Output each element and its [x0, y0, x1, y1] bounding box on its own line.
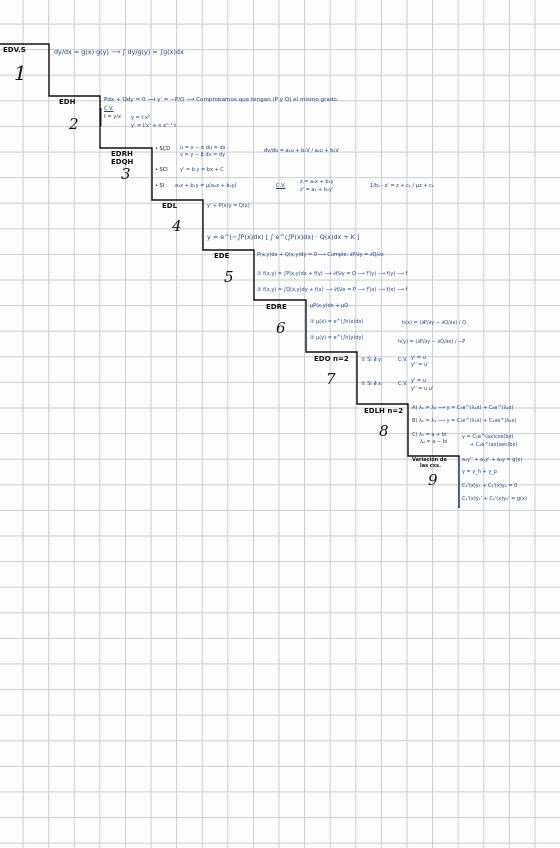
- scd-line-2: v = y − β dv = dy: [180, 152, 226, 158]
- order2-case-2-cv: C.V.: [398, 381, 408, 387]
- exact-method-1: ① f(x,y) = ∫P(x,y)dx + f(y) ⟶ ∂f/∂y = Q …: [257, 271, 408, 277]
- order2-case-1: ① Si ∄ y:: [361, 357, 383, 363]
- step-9-label-1: Variación de: [412, 457, 447, 463]
- si-tag: • SI: [155, 183, 165, 189]
- step-9-label-2: las cxs.: [420, 463, 441, 469]
- case-a-distinct-roots: A) λ₁ ≠ λ₂ ⟶ y = C₁e^(λ₁x) + C₂e^(λ₂x): [412, 405, 514, 411]
- step-2-cv-yprime: y' = t'xⁿ + n xⁿ⁻¹ t: [131, 123, 177, 129]
- step-2-cv-y: y = t·x⁰: [131, 115, 150, 121]
- step-9-number: 9: [428, 471, 438, 489]
- variation-condition-1: C₁'(x)y₁ + C₂'(x)y₂ = 0: [462, 483, 518, 489]
- si-cv-label: C.V.: [276, 183, 286, 189]
- integrating-factor-x: ① μ(x) = e^(∫h(x)dx): [310, 319, 364, 325]
- order2-case-1-u: y' = u: [411, 355, 426, 361]
- step-2-cv-substitution: t = y/x: [104, 114, 121, 120]
- sci-tag: • SCI: [155, 167, 168, 173]
- step-8-label: EDLH n=2: [364, 407, 404, 415]
- si-result: 1/b₁ · z' = z + c₁ / μz + c₂: [370, 183, 434, 189]
- step-7-label: EDO n=2: [314, 355, 349, 363]
- si-cv-z: z = a₁x + b₁y: [300, 179, 334, 185]
- separable-formula: dy/dx = g(x)·g(y) ⟶ ∫ dy/g(y) = ∫g(x)dx: [54, 48, 184, 56]
- step-4-number: 4: [172, 217, 182, 235]
- step-3-number: 3: [121, 165, 131, 183]
- case-c-solution-1: y = C₁e^(ax)cos(bx): [462, 434, 514, 440]
- case-c-root-1: C) λ₁ = a + bi: [412, 432, 447, 438]
- variation-condition-2: C₁'(x)y₁' + C₂'(x)y₂' = g(x): [462, 496, 527, 502]
- step-5-number: 5: [224, 268, 234, 286]
- scd-line-1: u = x − α du = dx: [180, 145, 226, 151]
- step-1-number: 1: [14, 61, 27, 85]
- si-cv-zprime: z' = a₁ + b₁y': [300, 187, 334, 193]
- homogeneous-formula: Pdx + Qdy = 0 ⟶ y' = −P/Q ⟶ Comprobamos …: [104, 97, 339, 103]
- order2-case-2-u: y' = u: [411, 378, 426, 384]
- integrating-factor-equation: μP(x,y)dx + μQ: [310, 303, 349, 309]
- nonhomogeneous-equation: a₀y'' + a₁y' + a₂y = g(x): [462, 457, 523, 463]
- step-3-label-1: EDRH: [111, 150, 133, 158]
- step-7-number: 7: [326, 370, 336, 388]
- order2-case-2: ② Si ∄ x:: [361, 381, 383, 387]
- step-2-number: 2: [69, 115, 79, 133]
- h-of-x: h(x) = (∂P/∂y − ∂Q/∂x) / Q: [402, 320, 467, 326]
- scd-ratio: dv/du = a₁u + b₁V / a₂u + b₂V: [264, 148, 339, 154]
- step-6-label: EDRE: [266, 303, 287, 311]
- exact-equation: P(x,y)dx + Q(x,y)dy = 0 ⟶ Cumple: ∂P/∂y …: [257, 252, 384, 258]
- exact-method-2: ② f(x,y) = ∫Q(x,y)dy + f(x) ⟶ ∂f/∂x = P …: [257, 287, 408, 293]
- scd-tag: • SCD: [155, 146, 171, 152]
- step-1-label: EDV.S: [3, 46, 26, 54]
- case-c-root-2: λ₂ = a − bi: [420, 439, 448, 445]
- step-4-label: EDL: [162, 202, 178, 210]
- step-8-number: 8: [379, 422, 389, 440]
- step-2-cv-label: C.V.: [104, 106, 114, 112]
- order2-case-1-cv: C.V.: [398, 357, 408, 363]
- step-5-label: EDE: [214, 252, 230, 260]
- si-formula: a₁x + b₁y = μ(a₂x + b₂y): [175, 183, 237, 189]
- h-of-y: h(y) = (∂P/∂y − ∂Q/∂x) / −P: [398, 339, 466, 345]
- step-2-label: EDH: [59, 98, 76, 106]
- sci-formula: y' = b y = bx + C: [180, 167, 224, 173]
- general-solution: y = y_h + y_p: [462, 469, 497, 475]
- step-3-label-2: EDQH: [111, 158, 134, 166]
- order2-case-1-uprime: y'' = u': [411, 362, 429, 368]
- linear-solution: y = e^(−∫P(x)dx) [ ∫ e^(∫P(x)dx) · Q(x)d…: [207, 233, 360, 241]
- step-6-number: 6: [276, 319, 286, 337]
- integrating-factor-y: ② μ(y) = e^(∫h(y)dy): [310, 335, 364, 341]
- linear-equation: y' + P(x)y = Q(x): [207, 203, 250, 209]
- case-b-repeated-roots: B) λ₁ = λ₂ ⟶ y = C₁e^(λ₁x) + C₂xe^(λ₂x): [412, 418, 517, 424]
- order2-case-2-uuprime: y'' = u u': [411, 386, 434, 392]
- case-c-solution-2: + C₂e^(ax)sen(bx): [470, 442, 518, 448]
